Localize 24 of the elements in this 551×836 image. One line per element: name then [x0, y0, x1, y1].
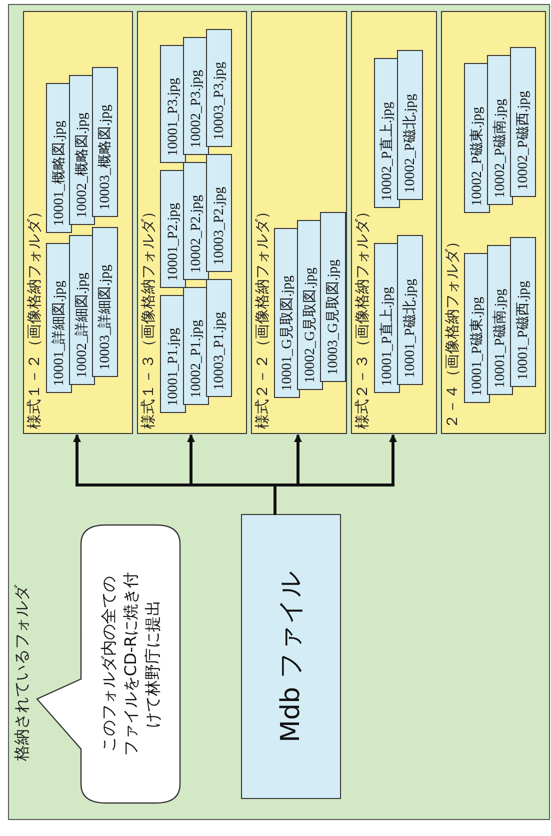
folder-box [351, 11, 437, 434]
speech-bubble: このフォルダ内の全てのファイルをCD-Rに焼き付けて林野庁に提出 [36, 524, 181, 804]
folder-box [441, 11, 546, 434]
folder-title: ２－４（画像格納フォルダ） [443, 234, 462, 429]
folder-title: 様式２－３（画像格納フォルダ） [353, 204, 372, 429]
file-card: 10003_詳細図.jpg [92, 227, 118, 377]
file-card: 10003_P3.jpg [206, 29, 232, 147]
file-card: 10003_P1.jpg [206, 279, 232, 397]
file-card: 10003_P2.jpg [206, 154, 232, 272]
folder-title: 様式１－２（画像格納フォルダ） [25, 204, 44, 429]
file-card: 10002_P磁西.jpg [510, 47, 536, 197]
file-card: 10001_P磁北.jpg [397, 235, 423, 385]
folder-title: 様式１－３（画像格納フォルダ） [139, 204, 158, 429]
file-card: 10003_G見取図.jpg [320, 212, 346, 382]
folder-box [251, 11, 347, 434]
folder-box [23, 11, 133, 434]
file-box: Mdb ファイル [241, 514, 341, 799]
folder-panel [8, 4, 550, 820]
folder-title: 様式２－２（画像格納フォルダ） [253, 204, 272, 429]
file-card: 10001_P磁西.jpg [510, 237, 536, 387]
file-card: 10002_P磁北.jpg [397, 50, 423, 200]
folder-box [137, 11, 247, 434]
file-card: 10003_概略図.jpg [92, 67, 118, 217]
panel-title: 格納されているフォルダ [11, 585, 32, 761]
